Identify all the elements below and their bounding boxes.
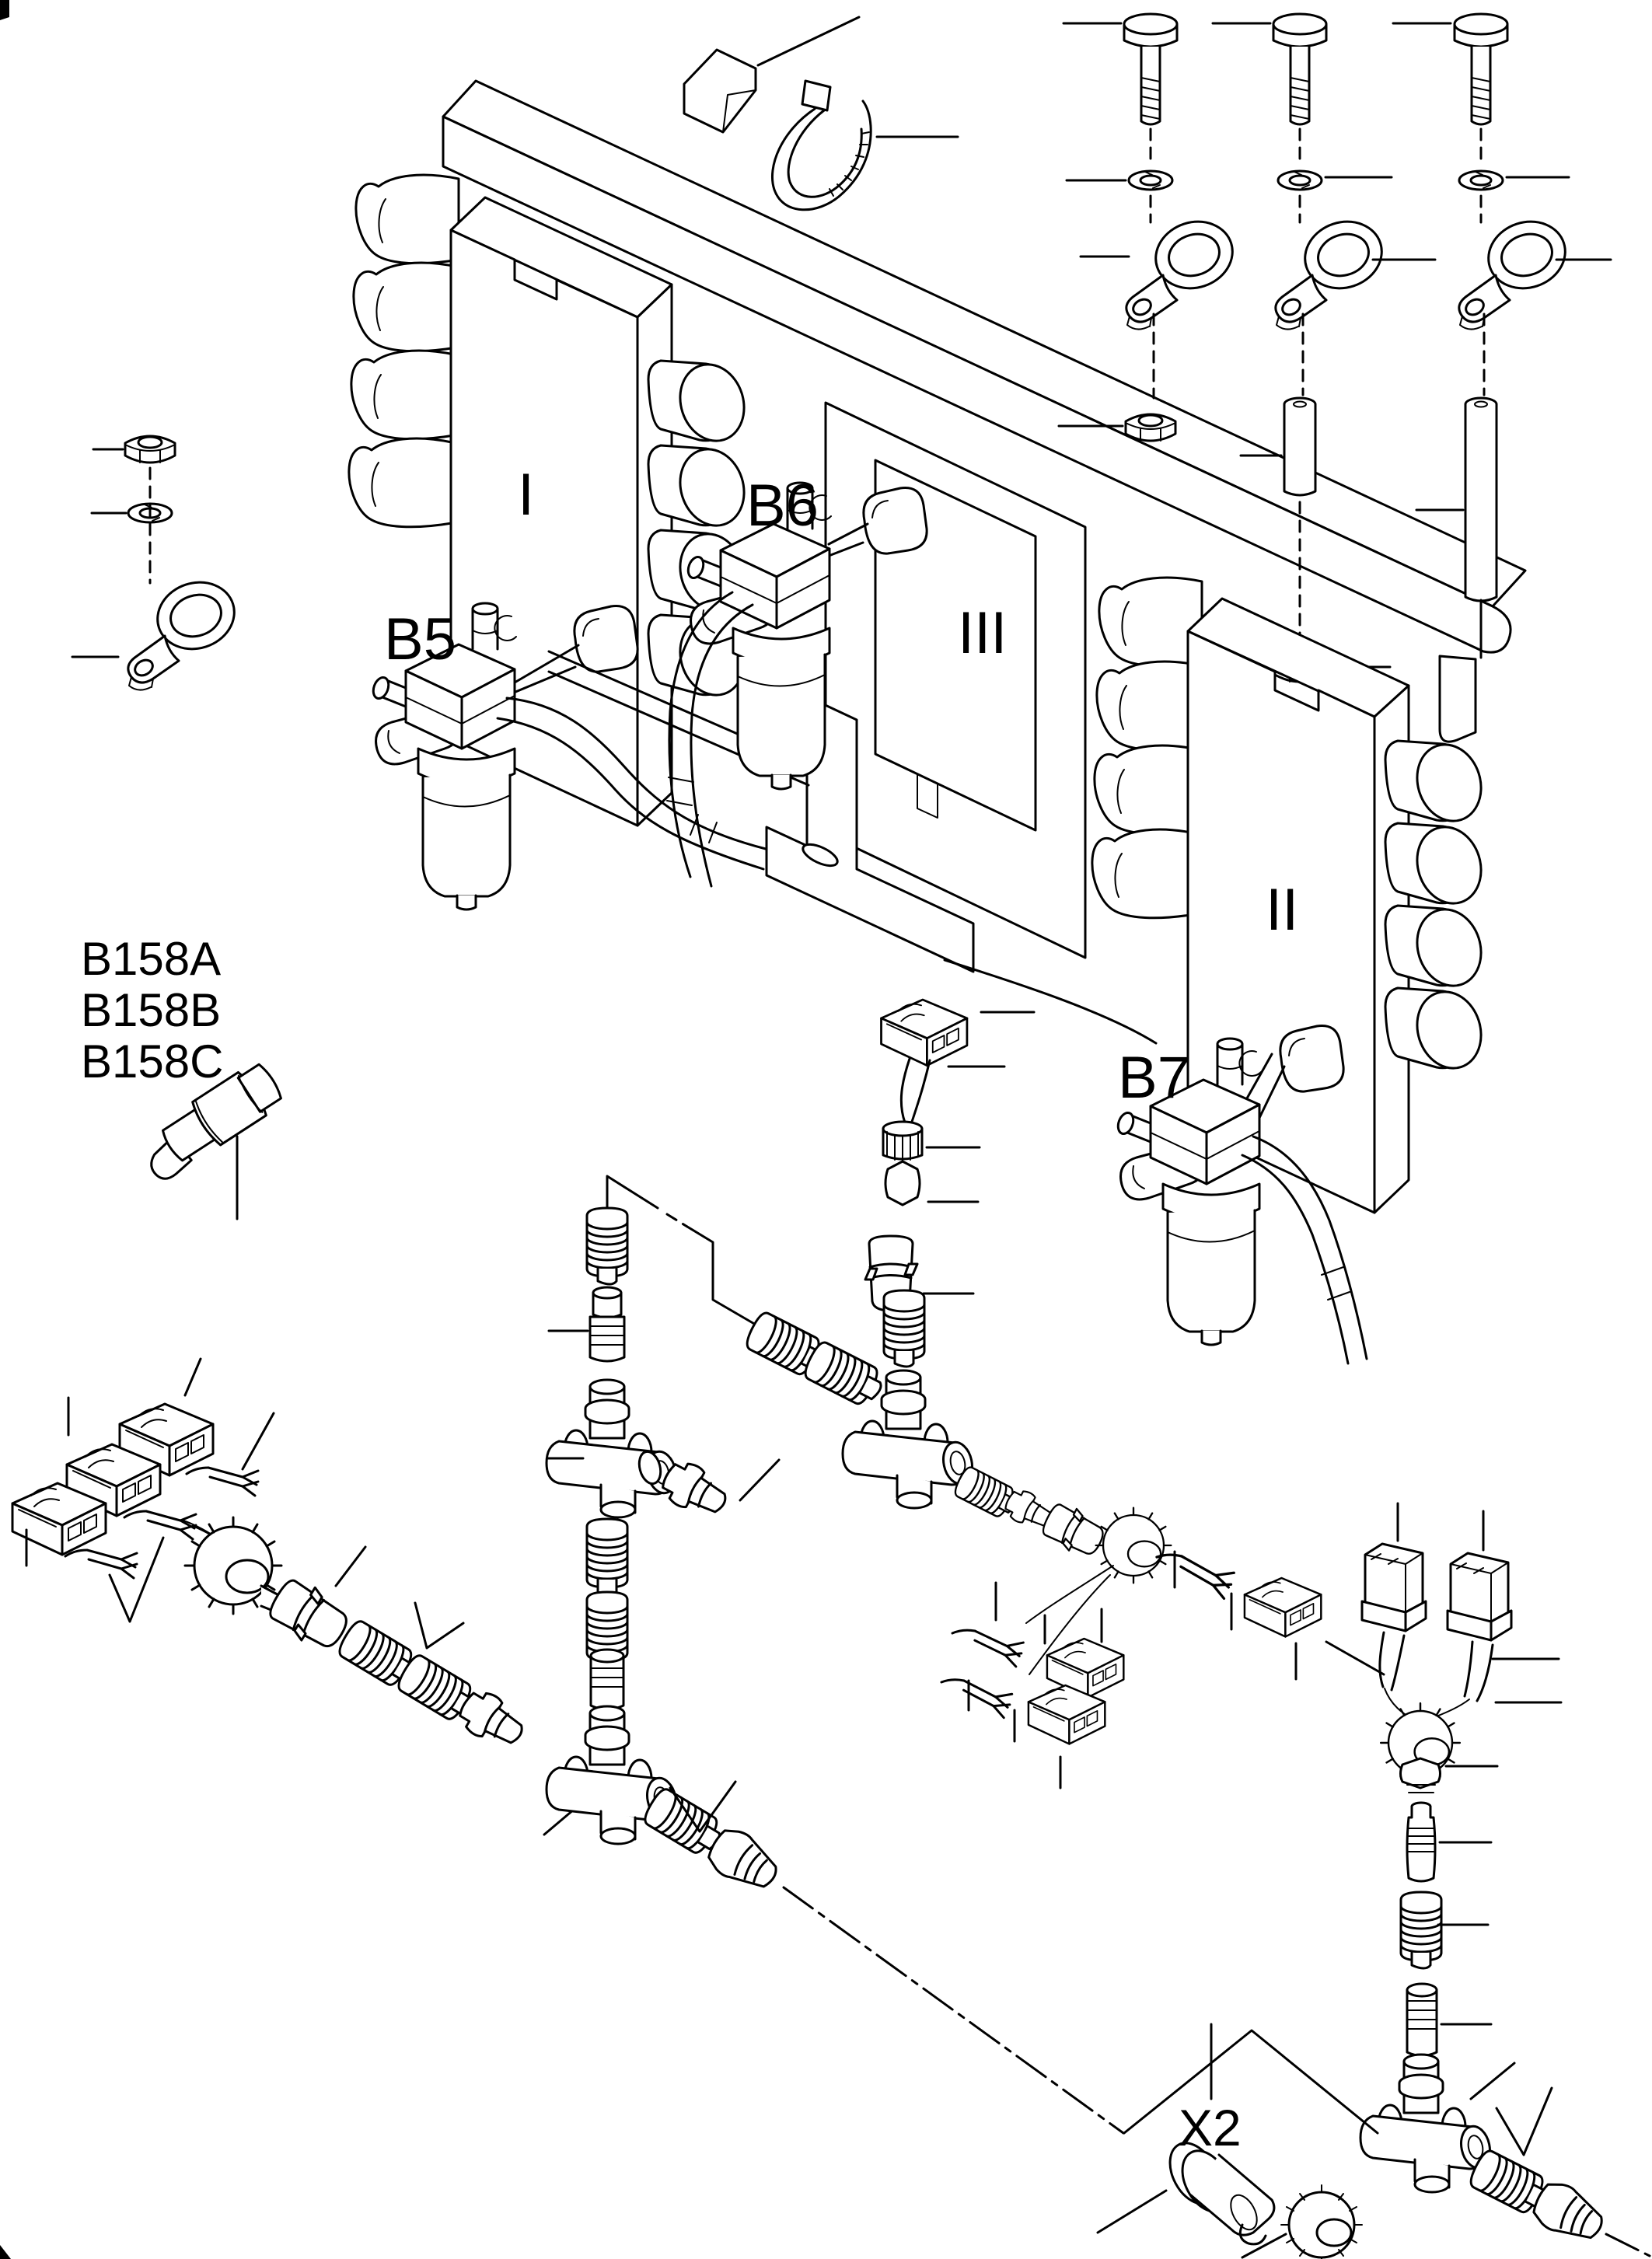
label-b158c: B158C: [81, 1035, 223, 1088]
label-x2: X2: [1179, 2099, 1242, 2156]
sensor-chain-center: [742, 998, 1322, 1789]
mounting-rail: [442, 16, 1527, 743]
sensor-chain-vertical-left: [545, 1175, 1125, 2135]
label-b158b: B158B: [81, 984, 221, 1036]
x2-cap: [1280, 2184, 1363, 2259]
sensor-b158: [150, 1063, 282, 1220]
filter-b7: [1114, 1024, 1368, 1365]
axis-dash-dot: [782, 1886, 1125, 2135]
label-b7: B7: [1118, 1045, 1190, 1111]
clamp-kit-3: [1392, 12, 1612, 659]
label-section-1: I: [518, 462, 534, 528]
valve-section-3: [765, 401, 1203, 1045]
label-section-2: II: [1266, 877, 1298, 943]
left-clamp-hardware: [71, 435, 245, 692]
label-b158a: B158A: [81, 933, 221, 985]
clamp-kit-2: [1211, 12, 1437, 683]
filter-b6: [666, 481, 928, 888]
connector-x2-group: [1096, 2023, 1379, 2259]
x2-plug: [1168, 2142, 1276, 2246]
sensor-chain-right: [1325, 1502, 1651, 2257]
clamp-kit-1: [1057, 12, 1243, 442]
corner-mark-bottom-left: [0, 2245, 11, 2259]
corner-mark-top-left: [0, 0, 9, 20]
sensor-chain-left: [183, 1516, 581, 1836]
leader-v: [108, 1536, 165, 1623]
label-b6: B6: [746, 473, 819, 539]
label-b5: B5: [384, 606, 456, 672]
label-section-3: III: [958, 600, 1007, 666]
cable-tie: [770, 79, 959, 211]
leader-to-b7: [943, 958, 1158, 1045]
